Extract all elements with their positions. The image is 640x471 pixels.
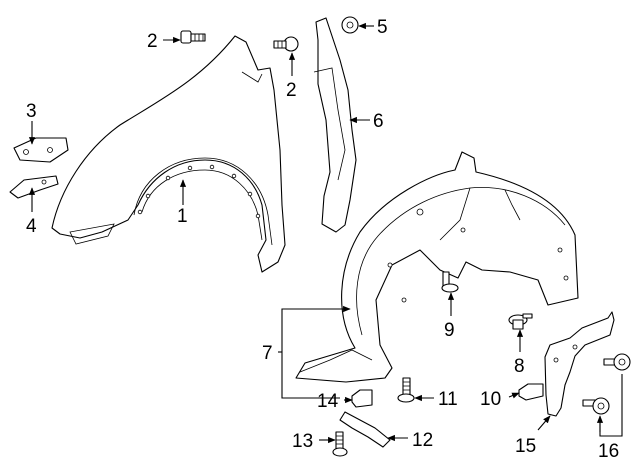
callout-16: 16	[598, 441, 619, 462]
callout-8: 8	[514, 356, 525, 377]
callout-1: 1	[177, 206, 188, 227]
callout-2a: 2	[147, 31, 158, 52]
nut-part	[341, 16, 359, 34]
screw-9-part	[441, 271, 459, 293]
push-pin-part	[508, 313, 533, 330]
screw-11-part	[397, 377, 415, 403]
callout-13: 13	[292, 431, 313, 452]
fender-part	[51, 35, 286, 273]
callout-4: 4	[26, 216, 37, 237]
callout-9: 9	[444, 320, 455, 341]
bolt-top-center	[273, 36, 299, 52]
bracket-lower	[9, 175, 59, 199]
callout-10: 10	[480, 389, 501, 410]
strip-12-part	[339, 411, 391, 448]
callout-11: 11	[438, 389, 458, 410]
seal-strip-part	[313, 17, 357, 233]
callout-labels: 1 2 2 3 4 5 6 7 8 9 10 11 12 13 14 15 16	[26, 17, 619, 462]
clip-14-part	[351, 389, 373, 408]
callout-2b: 2	[286, 80, 297, 101]
callout-7: 7	[262, 343, 273, 364]
fender-liner-part	[295, 151, 579, 383]
callout-14: 14	[317, 391, 339, 412]
screw-13-part	[332, 431, 348, 457]
clip-10-part	[518, 383, 544, 401]
leader-lines	[28, 22, 623, 444]
callout-5: 5	[377, 17, 388, 38]
callout-12: 12	[412, 430, 433, 451]
callout-15: 15	[515, 436, 536, 457]
bolt-top-left	[180, 30, 206, 44]
callout-3: 3	[26, 101, 37, 122]
bracket-upper	[13, 137, 69, 163]
shield-bracket-part	[544, 311, 615, 417]
fastener-16b-part	[582, 397, 610, 415]
callout-6: 6	[373, 111, 384, 132]
fastener-16a-part	[603, 353, 631, 371]
